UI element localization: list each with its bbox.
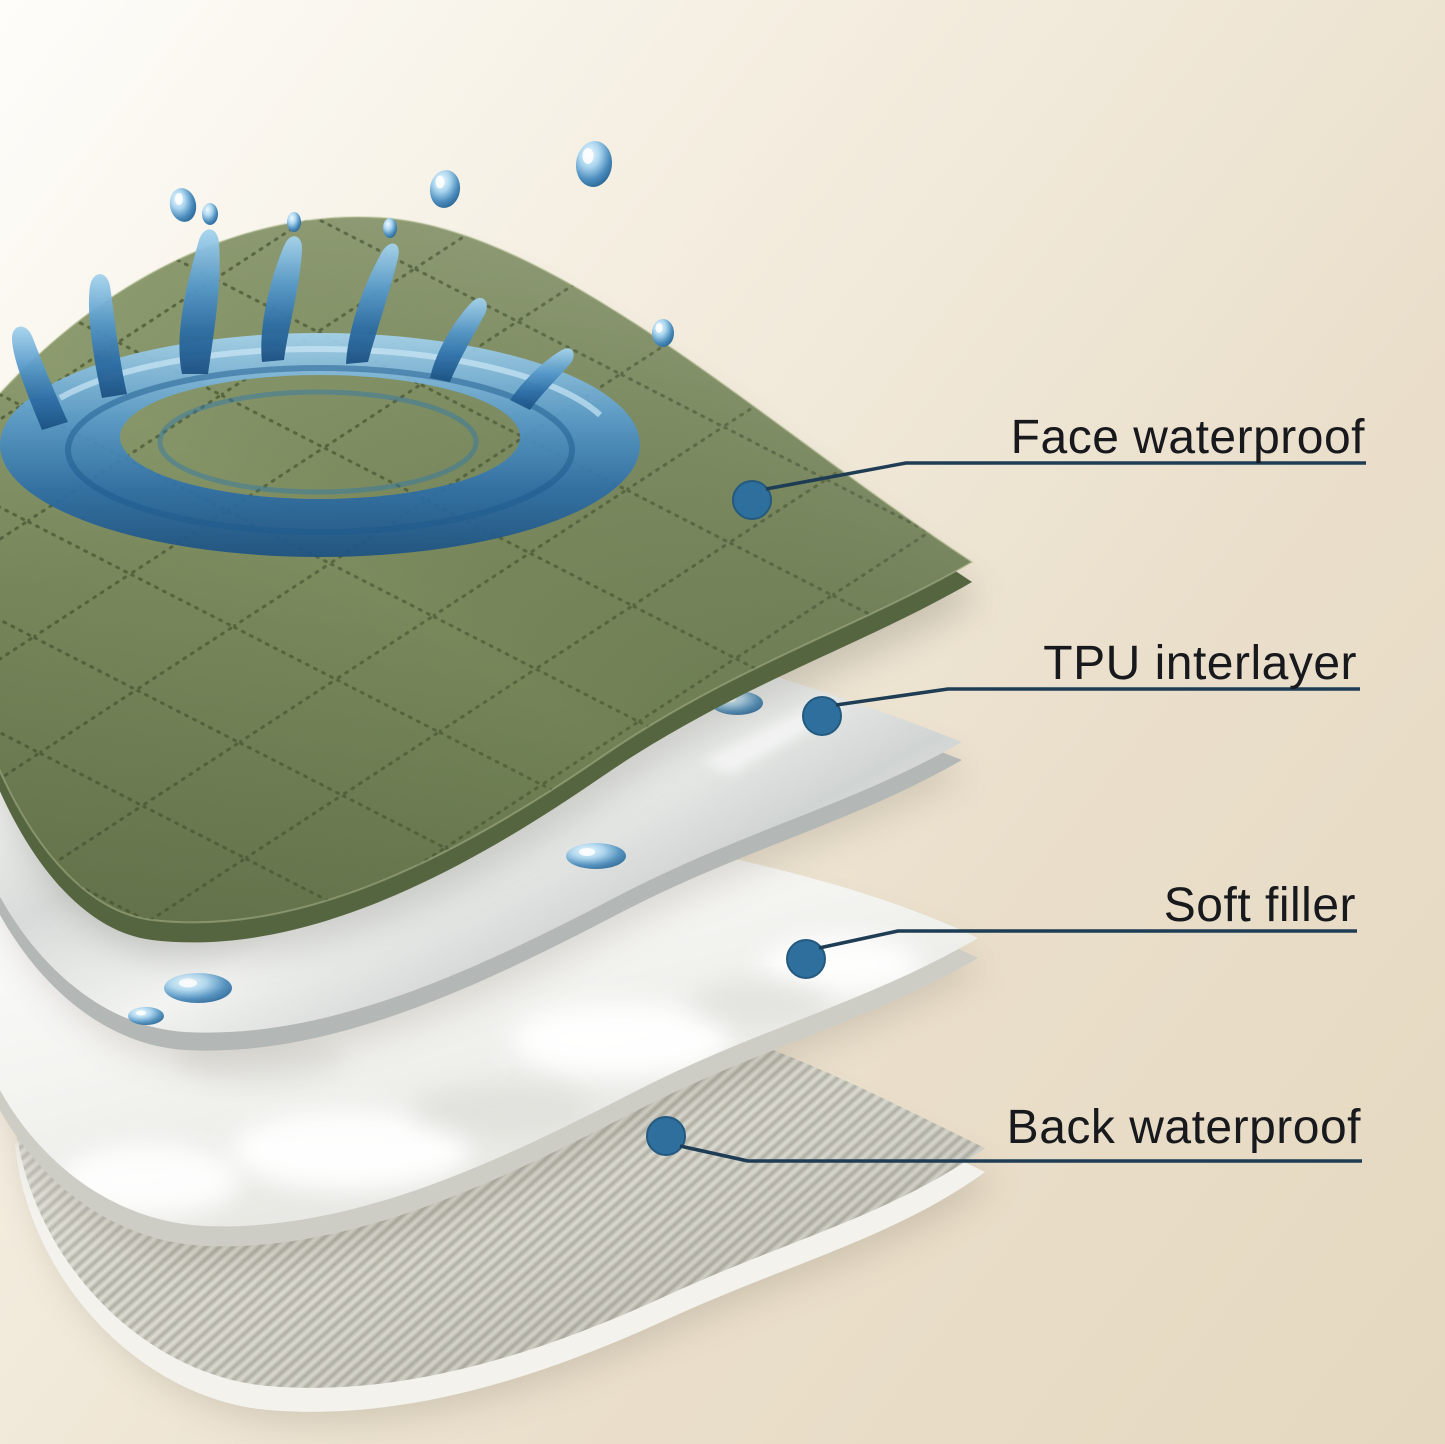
callout-soft-filler [786,929,1357,979]
water-droplet-icon [652,319,674,347]
water-droplet-icon [566,843,626,869]
label-face-waterproof: Face waterproof [1010,411,1365,464]
splash-tip-droplets [202,203,397,238]
callout-dot-icon [786,939,826,979]
water-droplet-icon [169,188,197,222]
callout-dot-icon [802,696,842,736]
callout-tpu-interlayer [802,687,1360,736]
flying-water-droplets [169,141,674,347]
water-droplet-icon [429,170,461,208]
water-droplet-icon [128,1007,164,1025]
splash-ripple [65,365,575,535]
callout-leader-line [679,1144,1362,1163]
water-droplet-icon [575,141,613,187]
callout-leader-line [765,461,1366,491]
label-tpu-interlayer: TPU interlayer [1043,637,1357,690]
callout-leader-line [835,687,1360,707]
callout-dot-icon [732,480,772,520]
water-droplet-icon [164,973,232,1003]
callout-dot-icon [646,1116,686,1156]
callout-back-waterproof [646,1116,1362,1163]
callout-face-waterproof [732,461,1366,520]
callout-leader-line [818,929,1357,950]
water-splash-icon [0,203,640,557]
face-waterproof-layer [0,215,982,959]
splash-ripple [157,389,479,495]
label-soft-filler: Soft filler [1163,879,1356,932]
label-back-waterproof: Back waterproof [1006,1101,1361,1154]
callout-graphics [646,461,1366,1163]
splash-crown-spikes [12,229,574,430]
